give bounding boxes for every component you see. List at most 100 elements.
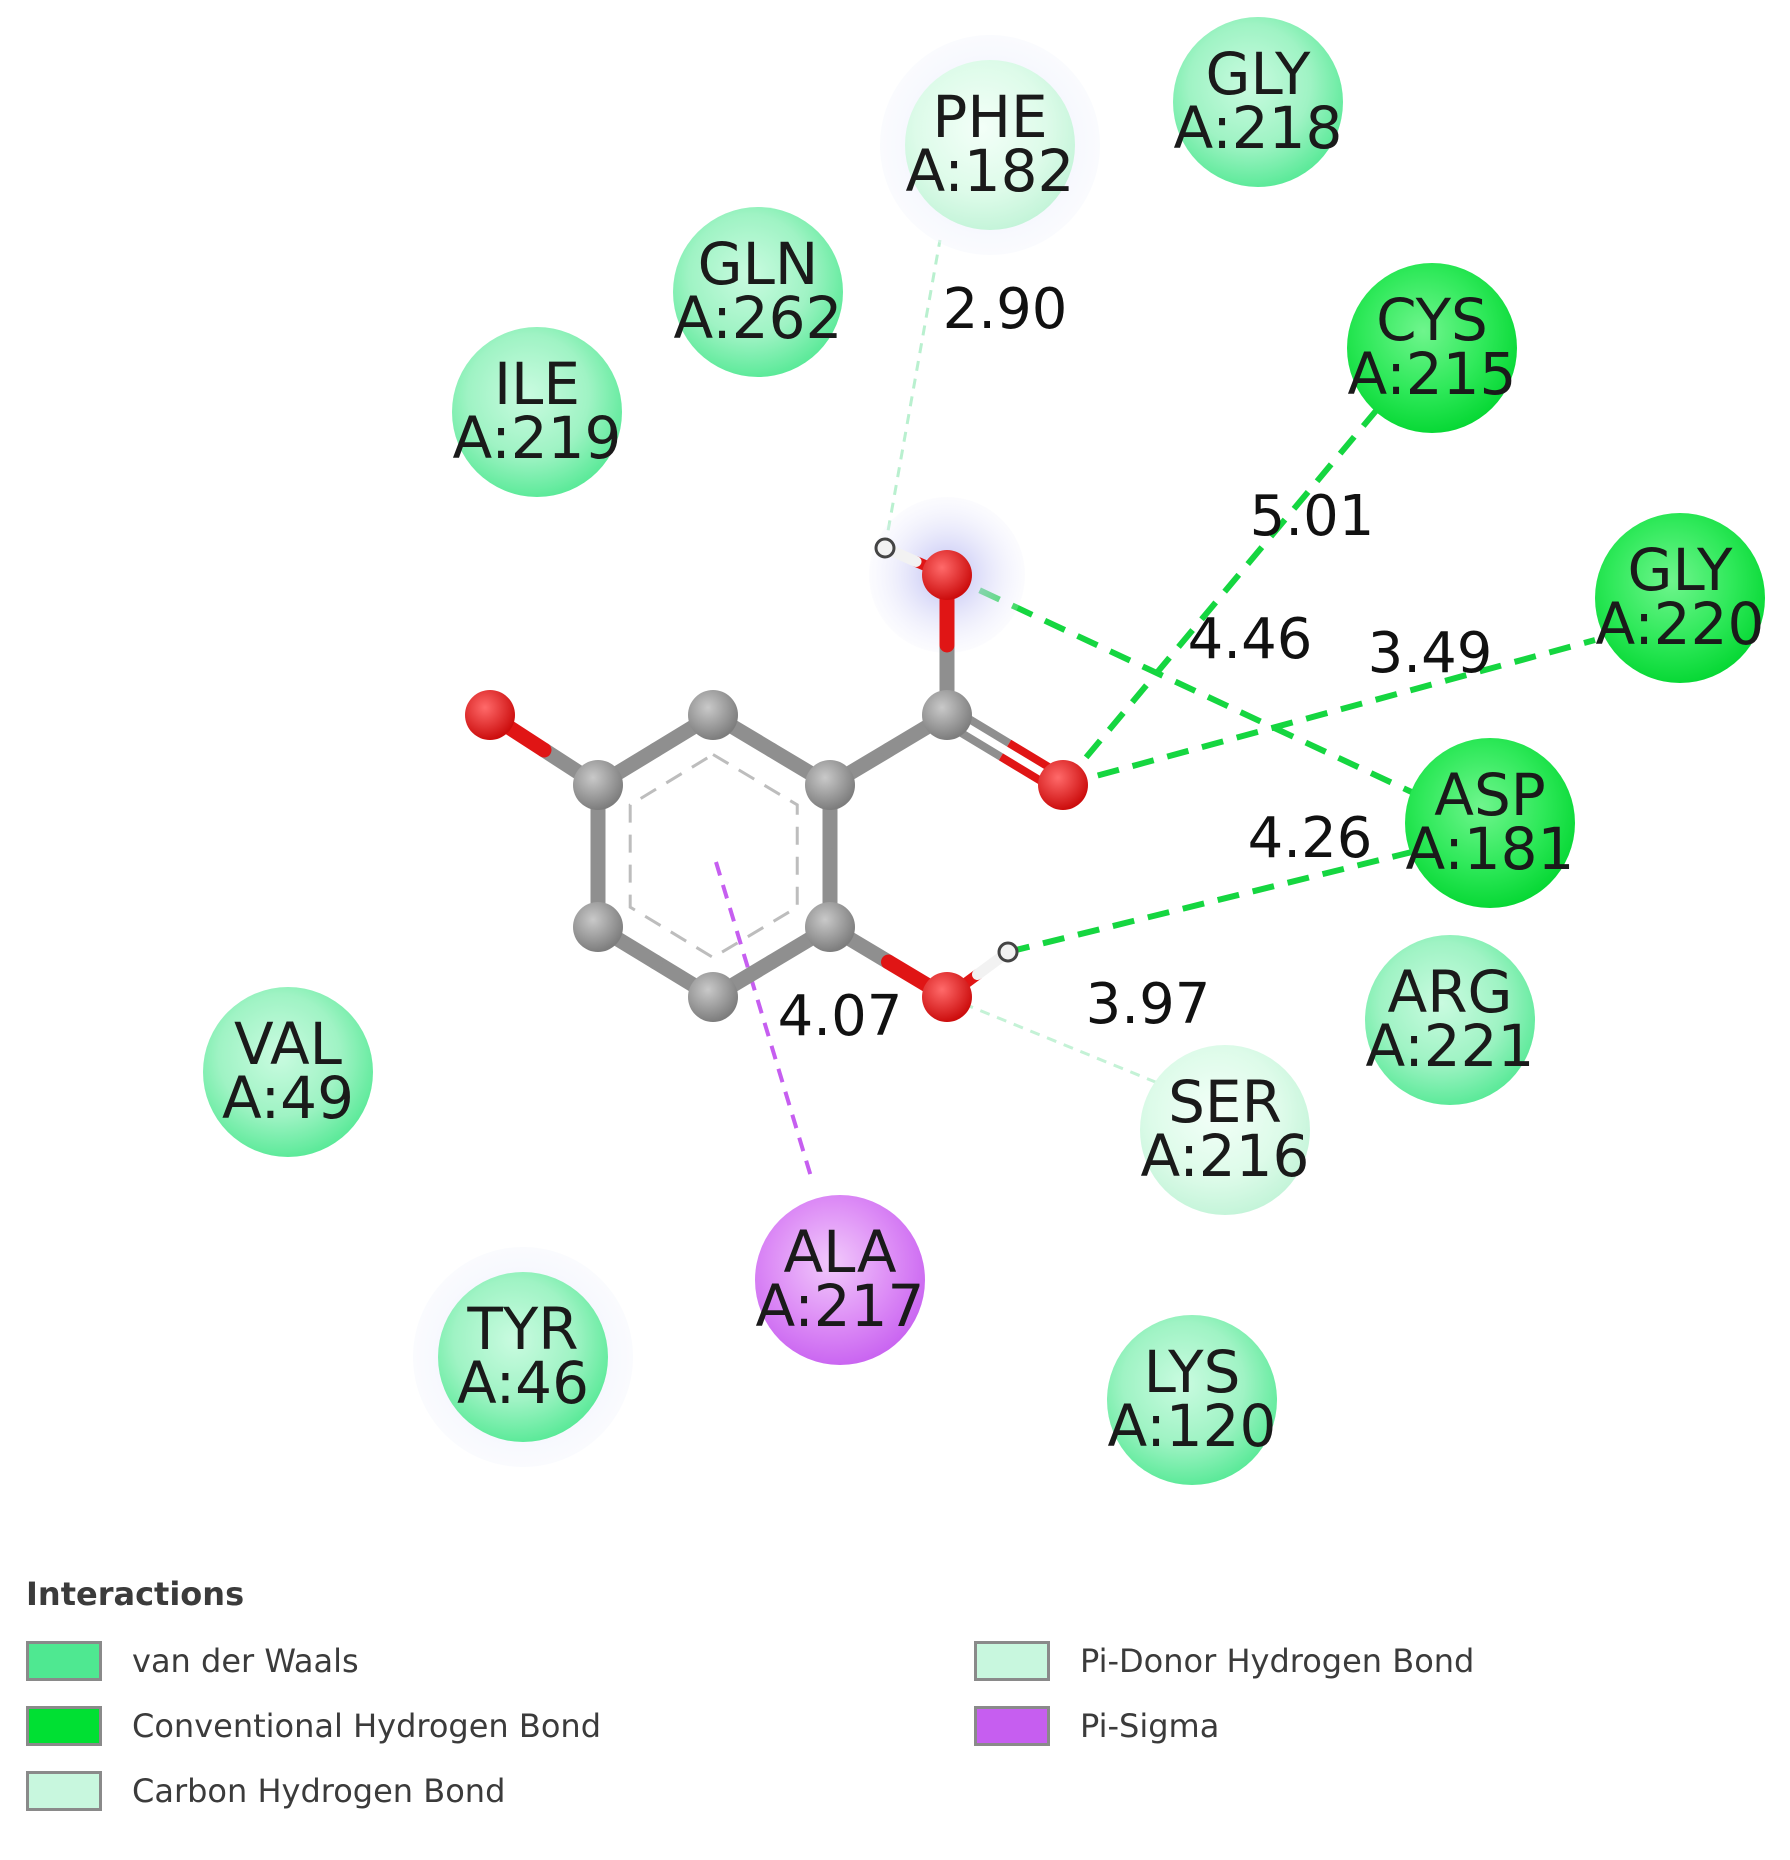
legend-item-pi-donor-hydrogen-bond: Pi-Donor Hydrogen Bond [974,1637,1474,1685]
legend-label: Carbon Hydrogen Bond [132,1772,506,1810]
distance-label-gly220: 3.49 [1368,621,1493,686]
carbon-atom [805,902,855,952]
residue-disc [1140,1045,1310,1215]
residue-disc [1365,935,1535,1105]
distance-label-ser216: 3.97 [1086,972,1211,1037]
distance-labels: 2.90 5.01 4.46 3.49 4.26 4.07 3.97 [778,277,1493,1049]
residue-chain-id: A:49 [222,1064,354,1132]
legend-title: Interactions [26,1575,245,1613]
residue-chain-id: A:216 [1141,1122,1310,1190]
residue-name: SER [1168,1068,1282,1136]
residue-disc [1107,1315,1277,1485]
line-asp181-top [945,572,1420,798]
distance-label-asp181-top: 4.46 [1188,607,1313,672]
residue-disc [203,987,373,1157]
residue-chain-id: A:221 [1366,1012,1535,1080]
residue-name: ASP [1434,761,1545,829]
carbon-atom [688,972,738,1022]
distance-label-asp181-bottom: 4.26 [1248,806,1373,871]
residue-disc [438,1272,608,1442]
line-gly220 [1062,637,1596,788]
line-phe182 [883,239,942,549]
residue-disc [452,327,622,497]
residue-chain-id: A:46 [457,1349,589,1417]
legend-swatch [974,1706,1050,1746]
residue-disc [1173,17,1343,187]
residue-chain-id: A:262 [674,284,843,352]
legend: Interactions van der Waals Conventional … [26,1575,1766,1845]
oxygen-atom [1038,760,1088,810]
residue-disc [755,1195,925,1365]
legend-swatch [26,1641,102,1681]
residue-chain-id: A:215 [1348,340,1517,408]
legend-item-pi-sigma: Pi-Sigma [974,1702,1219,1750]
legend-label: van der Waals [132,1642,359,1680]
residue-name: GLY [1628,536,1734,604]
carbon-atom [922,690,972,740]
legend-label: Pi-Donor Hydrogen Bond [1080,1642,1475,1680]
hydrogen-atom [874,537,896,559]
legend-item-van-der-waals: van der Waals [26,1637,359,1685]
residue-layer: PHEA:182GLYA:218GLNA:262ILEA:219CYSA:215… [203,17,1765,1485]
carbon-atom [573,902,623,952]
carbon-atom [805,760,855,810]
residue-name: ILE [494,350,580,418]
line-ala217 [714,861,814,1181]
interaction-lines [714,239,1596,1181]
carbon-atom [573,760,623,810]
legend-label: Pi-Sigma [1080,1707,1220,1745]
residue-disc [673,207,843,377]
residue-disc [1595,513,1765,683]
legend-swatch [974,1641,1050,1681]
residue-name: LYS [1144,1338,1241,1406]
residue-chain-id: A:218 [1174,94,1343,162]
residue-chain-id: A:181 [1406,815,1575,883]
ligand-molecule [465,497,1088,1022]
distance-label-ala217: 4.07 [778,984,903,1049]
residue-name: GLN [698,230,819,298]
residue-name: GLY [1206,40,1312,108]
residue-disc [1405,738,1575,908]
residue-chain-id: A:219 [453,404,622,472]
oxygen-atom [922,550,972,600]
residue-name: VAL [234,1010,342,1078]
residue-name: PHE [932,83,1047,151]
residue-name: TYR [466,1295,578,1363]
aromatic-ring-indicator [628,752,799,960]
residue-chain-id: A:120 [1108,1392,1277,1460]
oxygen-atom [465,690,515,740]
residue-name: ALA [784,1218,897,1286]
residue-chain-id: A:217 [756,1272,925,1340]
residue-disc [905,60,1075,230]
legend-item-conventional-hydrogen-bond: Conventional Hydrogen Bond [26,1702,601,1750]
legend-swatch [26,1706,102,1746]
carbon-atom [688,690,738,740]
oxygen-atom [922,972,972,1022]
legend-item-carbon-hydrogen-bond: Carbon Hydrogen Bond [26,1767,505,1815]
distance-label-phe182: 2.90 [943,277,1068,342]
residue-name: CYS [1376,286,1488,354]
hydrogen-atom [997,941,1019,963]
line-cys215 [1060,398,1388,787]
residue-chain-id: A:220 [1596,590,1765,658]
legend-label: Conventional Hydrogen Bond [132,1707,601,1745]
distance-label-cys215: 5.01 [1250,484,1375,549]
residue-disc [1347,263,1517,433]
line-ser216 [946,995,1176,1092]
legend-swatch [26,1771,102,1811]
residue-name: ARG [1388,958,1513,1026]
residue-chain-id: A:182 [906,137,1075,205]
